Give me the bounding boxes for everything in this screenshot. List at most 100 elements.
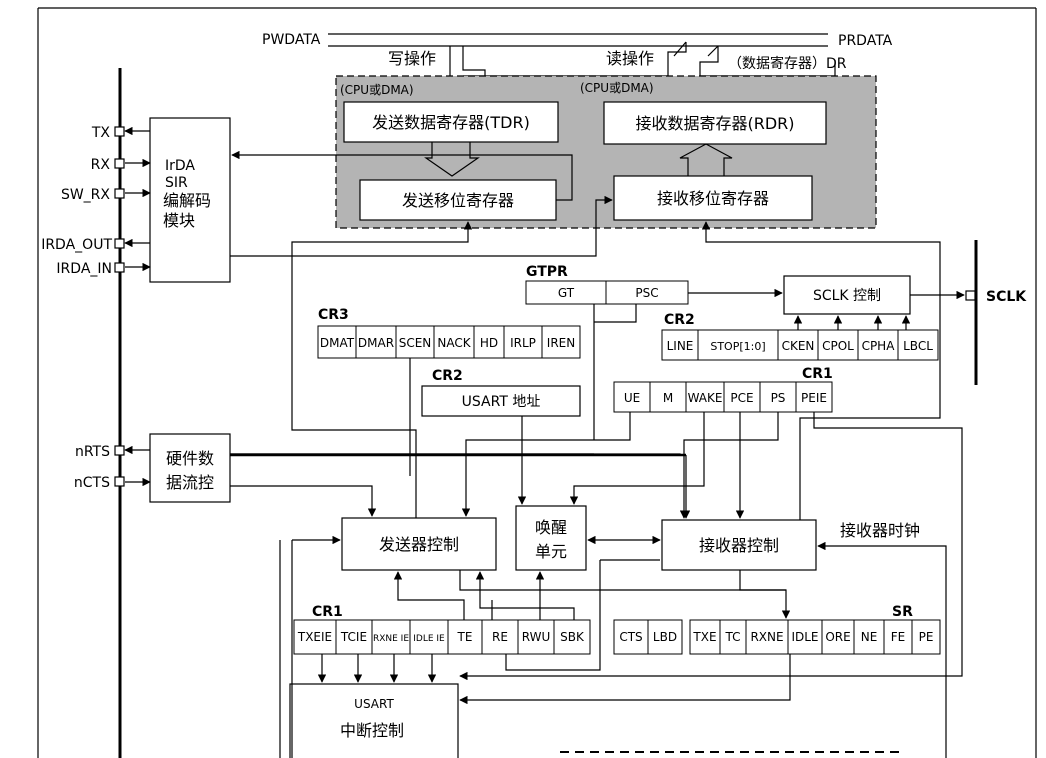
tdr-box bbox=[343, 101, 559, 143]
pin-irda-in: IRDA_IN bbox=[56, 261, 112, 277]
cr3-cells bbox=[317, 325, 581, 359]
cr1-bit-tcie: TCIE bbox=[340, 630, 367, 644]
txshift-to-irda bbox=[231, 150, 573, 201]
pwdata-label: PWDATA bbox=[262, 32, 321, 48]
cpu-dma-write-label: (CPU或DMA) bbox=[340, 83, 414, 97]
cr1-bit-m: M bbox=[663, 391, 673, 405]
sr-bit-rxne: RXNE bbox=[750, 630, 783, 644]
shift-to-rdr-arrow bbox=[679, 143, 733, 176]
tx-ctrl-label: 发送器控制 bbox=[379, 535, 459, 554]
usart-addr-box bbox=[421, 385, 581, 417]
sr-bit-idle: IDLE bbox=[791, 630, 818, 644]
cr2-bit-cpha: CPHA bbox=[862, 339, 896, 353]
pin-ncts: nCTS bbox=[74, 475, 110, 491]
cr2-top-title: CR2 bbox=[664, 312, 695, 328]
cr1-bottom-title: CR1 bbox=[312, 604, 343, 620]
irq-line2: 中断控制 bbox=[340, 721, 404, 740]
wakeup-box bbox=[515, 505, 587, 571]
pin-nrts: nRTS bbox=[75, 444, 110, 460]
sr-bit-lbd: LBD bbox=[653, 630, 677, 644]
cr1-bottom-cells bbox=[293, 619, 591, 655]
write-op-label: 写操作 bbox=[388, 49, 436, 68]
cr3-bit-irlp: IRLP bbox=[510, 336, 536, 350]
rx-shift-label: 接收移位寄存器 bbox=[657, 189, 769, 208]
rx-clock-label: 接收器时钟 bbox=[840, 521, 920, 540]
irda-box bbox=[149, 117, 231, 283]
rdr-box bbox=[603, 101, 827, 145]
sr-bit-ore: ORE bbox=[825, 630, 850, 644]
cr3-bit-dmat: DMAT bbox=[320, 336, 355, 350]
cr3-bit-hd: HD bbox=[480, 336, 498, 350]
rdr-label: 接收数据寄存器(RDR) bbox=[635, 114, 794, 133]
cr1-bit-idleie: IDLE IE bbox=[413, 634, 445, 644]
rx-ctrl-label: 接收器控制 bbox=[699, 536, 779, 555]
cr3-bit-dmar: DMAR bbox=[358, 336, 394, 350]
cr1-bit-rwu: RWU bbox=[522, 630, 551, 644]
read-op-label: 读操作 bbox=[606, 49, 654, 68]
irq-ctrl-box bbox=[289, 683, 459, 758]
cr2-bit-line: LINE bbox=[667, 339, 694, 353]
cr2-bit-cken: CKEN bbox=[782, 339, 815, 353]
cr3-bit-scen: SCEN bbox=[399, 336, 432, 350]
cr1-bit-peie: PEIE bbox=[801, 391, 827, 405]
cr1-bit-te: TE bbox=[457, 630, 473, 644]
tdr-label: 发送数据寄存器(TDR) bbox=[372, 113, 530, 132]
cr1-bit-pce: PCE bbox=[730, 391, 753, 405]
irda-line4: 模块 bbox=[163, 211, 195, 230]
flow-ctrl-line2: 据流控 bbox=[166, 473, 214, 492]
irda-line2: SIR bbox=[165, 175, 188, 191]
sclk-ctrl-box bbox=[783, 275, 911, 315]
cpu-dma-read-label: (CPU或DMA) bbox=[580, 81, 654, 95]
rx-shift-box bbox=[613, 175, 813, 221]
cr1-bit-sbk: SBK bbox=[560, 630, 585, 644]
cr2-to-sclk-arrows bbox=[793, 315, 911, 330]
cr2-bit-lbcl: LBCL bbox=[903, 339, 933, 353]
pin-sw-rx: SW_RX bbox=[61, 187, 110, 203]
cr1-bit-wake: WAKE bbox=[688, 391, 723, 405]
tx-shift-box bbox=[359, 179, 557, 221]
cr3-title: CR3 bbox=[318, 307, 349, 323]
tx-ctrl-box bbox=[341, 517, 497, 571]
gtpr-psc: PSC bbox=[635, 286, 658, 300]
sr-bit-cts: CTS bbox=[619, 630, 642, 644]
control-connections bbox=[230, 221, 963, 758]
gtpr-title: GTPR bbox=[526, 264, 568, 280]
sr-bit-txe: TXE bbox=[692, 630, 716, 644]
cr1-top-cells bbox=[613, 381, 833, 413]
cr1-bit-txeie: TXEIE bbox=[297, 630, 332, 644]
pin-rx: RX bbox=[91, 157, 111, 173]
cr1-top-title: CR1 bbox=[802, 366, 833, 382]
cr2-bit-stop: STOP[1:0] bbox=[710, 340, 765, 353]
cr1-bit-ue: UE bbox=[624, 391, 640, 405]
wakeup-line1: 唤醒 bbox=[535, 518, 567, 537]
pin-sclk: SCLK bbox=[986, 289, 1027, 305]
cr1-bit-re: RE bbox=[492, 630, 508, 644]
tdr-to-shift-arrow bbox=[424, 142, 480, 177]
tx-shift-label: 发送移位寄存器 bbox=[402, 191, 514, 210]
cr2-bit-cpol: CPOL bbox=[822, 339, 854, 353]
irda-line3: 编解码 bbox=[163, 191, 211, 210]
sclk-ctrl-label: SCLK 控制 bbox=[813, 288, 881, 304]
sr-bit-ne: NE bbox=[861, 630, 878, 644]
sr-bit-tc: TC bbox=[724, 630, 740, 644]
cr3-bit-iren: IREN bbox=[547, 336, 575, 350]
sr-title: SR bbox=[892, 604, 913, 620]
sr-bit-pe: PE bbox=[919, 630, 934, 644]
usart-addr-label: USART 地址 bbox=[462, 394, 541, 410]
flow-ctrl-line1: 硬件数 bbox=[166, 449, 214, 468]
irda-line1: IrDA bbox=[165, 158, 195, 174]
cr2-top-cells bbox=[661, 329, 939, 361]
pin-squares bbox=[114, 126, 976, 487]
prdata-label: PRDATA bbox=[838, 33, 893, 49]
sr-bit-fe: FE bbox=[891, 630, 905, 644]
pin-irda-out: IRDA_OUT bbox=[41, 237, 112, 253]
cr3-bit-nack: NACK bbox=[437, 336, 471, 350]
irq-line1: USART bbox=[354, 697, 394, 711]
cr1-bit-rxneie: RXNE IE bbox=[373, 634, 409, 644]
irda-pin-connections bbox=[124, 126, 151, 272]
wakeup-line2: 单元 bbox=[535, 542, 567, 561]
rx-ctrl-box bbox=[661, 519, 817, 571]
pin-tx: TX bbox=[91, 125, 111, 141]
flow-ctrl-box bbox=[149, 433, 231, 503]
